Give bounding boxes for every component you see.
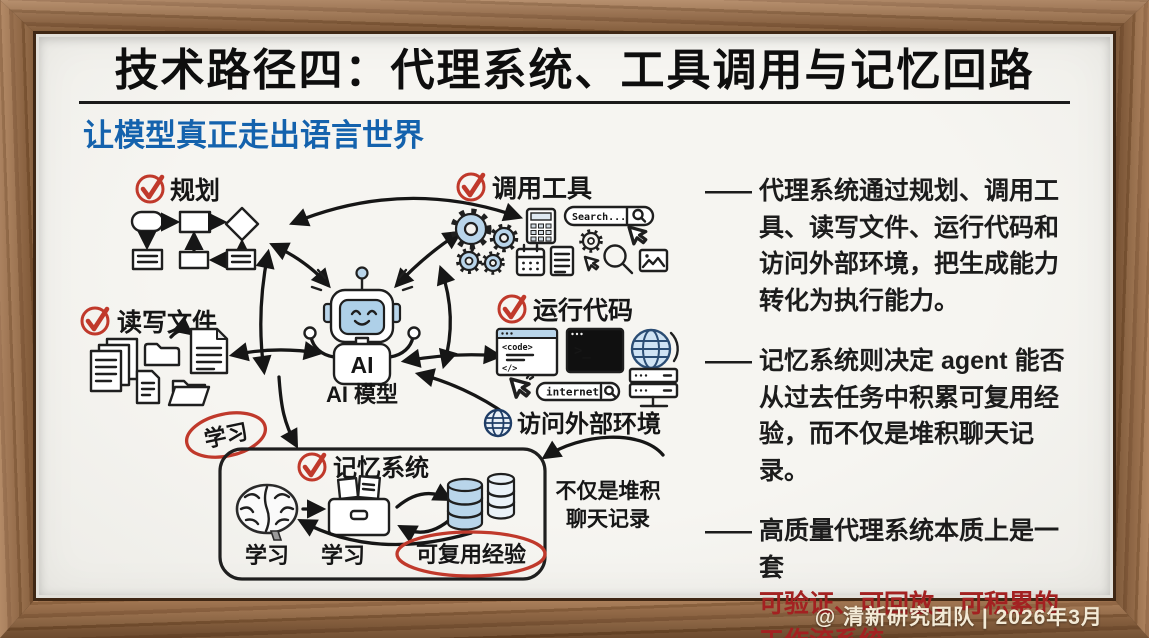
memory-label: 记忆系统 [333, 454, 429, 482]
page-subtitle: 让模型真正走出语言世界 [83, 117, 424, 153]
bullet-item: —— 记忆系统则决定 agent 能否从过去任务中积累可复用经验，而不仅是堆积聊… [705, 343, 1072, 490]
planning-section: 规划 [130, 174, 260, 271]
files-section: 读写文件 [80, 306, 229, 407]
open-folder-icon [167, 379, 211, 407]
check-icon [497, 294, 527, 324]
memory-box [218, 447, 547, 581]
flowchart-icon [130, 206, 260, 271]
document-icon [549, 245, 575, 277]
memory-learn-label: 学习 [245, 543, 289, 568]
wood-frame-bottom [0, 598, 1149, 638]
bullet-text: 代理系统通过规划、调用工具、读写文件、运行代码和访问外部环境，把生成能力转化为执… [759, 176, 1060, 316]
gear-icon [481, 251, 505, 275]
terminal-prompt: >_ [574, 343, 591, 359]
internet-label: internet [546, 385, 599, 398]
bullet-item: —— 代理系统通过规划、调用工具、读写文件、运行代码和访问外部环境，把生成能力转… [705, 173, 1072, 320]
bullet-list: —— 代理系统通过规划、调用工具、读写文件、运行代码和访问外部环境，把生成能力转… [697, 157, 1110, 638]
cursor-icon [627, 225, 648, 246]
gear-icon [450, 208, 492, 250]
learn-badge-label: 学习 [202, 419, 250, 453]
bullet-text: 记忆系统则决定 agent 能否从过去任务中积累可复用经验，而不仅是堆积聊天记录… [759, 346, 1065, 486]
whiteboard: 技术路径四：代理系统、工具调用与记忆回路 让模型真正走出语言世界 [36, 34, 1113, 638]
planning-label: 规划 [170, 177, 220, 205]
code-label: 运行代码 [533, 297, 633, 325]
magnifier-icon [604, 385, 617, 398]
bullet-dash: —— [705, 176, 752, 205]
sync-arrows-icon [395, 483, 455, 543]
wood-frame-top [0, 0, 1149, 34]
robot-label: AI 模型 [326, 382, 398, 407]
calculator-icon [525, 207, 557, 245]
note-text: 不仅是堆积 聊天记录 [556, 480, 661, 531]
tools-section: 调用工具 [450, 172, 669, 277]
folder-icon [143, 316, 194, 367]
cursor-icon [509, 373, 535, 399]
bullet-text-red: 可验证、可回放、可积累的工作流系统。 [759, 590, 1060, 638]
globe-icon [630, 328, 679, 370]
wood-frame-right [1113, 0, 1149, 638]
reusable-label: 可复用经验 [416, 542, 526, 567]
credit-text: @ 清新研究团队 | 2026年3月 [814, 606, 1103, 629]
note-line1: 不仅是堆积 [556, 480, 661, 503]
main-content: 规划 [39, 157, 1110, 638]
memory-learn-label: 学习 [321, 543, 365, 568]
bullet-dash: —— [705, 516, 752, 545]
code-window-icon: <code> </> [495, 327, 559, 377]
check-icon [456, 172, 486, 202]
document-icon [189, 327, 229, 375]
code-close-tag: </> [502, 364, 517, 374]
bullet-text-black: 高质量代理系统本质上是一套 [759, 516, 1060, 582]
check-icon [297, 452, 327, 482]
brain-icon [235, 483, 299, 541]
check-icon [80, 306, 110, 336]
code-section: 运行代码 <code> </> >_ [495, 294, 679, 408]
cursor-icon [583, 255, 600, 272]
memory-section: 记忆系统 [218, 447, 547, 581]
search-box: Search... [563, 205, 655, 227]
ai-robot: AI AI 模型 [303, 266, 421, 407]
database-icon [486, 472, 516, 520]
magnifier-icon [632, 208, 647, 223]
gear-icon [579, 229, 603, 253]
image-icon [638, 248, 669, 273]
code-open-tag: <code> [502, 343, 533, 353]
note-line2: 聊天记录 [566, 508, 650, 531]
search-placeholder: Search... [572, 212, 626, 223]
database-icon [446, 477, 484, 531]
env-section: 访问外部环境 [483, 408, 661, 438]
check-icon [135, 174, 165, 204]
magnifier-icon [603, 244, 634, 275]
calendar-icon [515, 243, 546, 277]
tools-label: 调用工具 [492, 175, 592, 203]
robot-chest-text: AI [351, 352, 374, 378]
env-label: 访问外部环境 [517, 410, 661, 438]
globe-icon [483, 408, 513, 438]
document-icon [135, 369, 161, 405]
agent-diagram: 规划 [80, 172, 679, 581]
gear-icon [456, 247, 482, 274]
page-title: 技术路径四：代理系统、工具调用与记忆回路 [114, 46, 1035, 95]
bullet-dash: —— [705, 346, 752, 375]
wood-frame-left [0, 0, 36, 638]
archive-drawer-icon [327, 474, 391, 537]
reusable-badge: 可复用经验 [395, 530, 547, 578]
document-stack-icon [89, 337, 139, 393]
title-divider [79, 100, 1070, 104]
server-icon [628, 367, 679, 408]
terminal-icon: >_ [565, 327, 625, 374]
internet-pill: internet [535, 381, 621, 402]
gear-icon [489, 223, 519, 253]
robot-face-screen [338, 298, 386, 336]
